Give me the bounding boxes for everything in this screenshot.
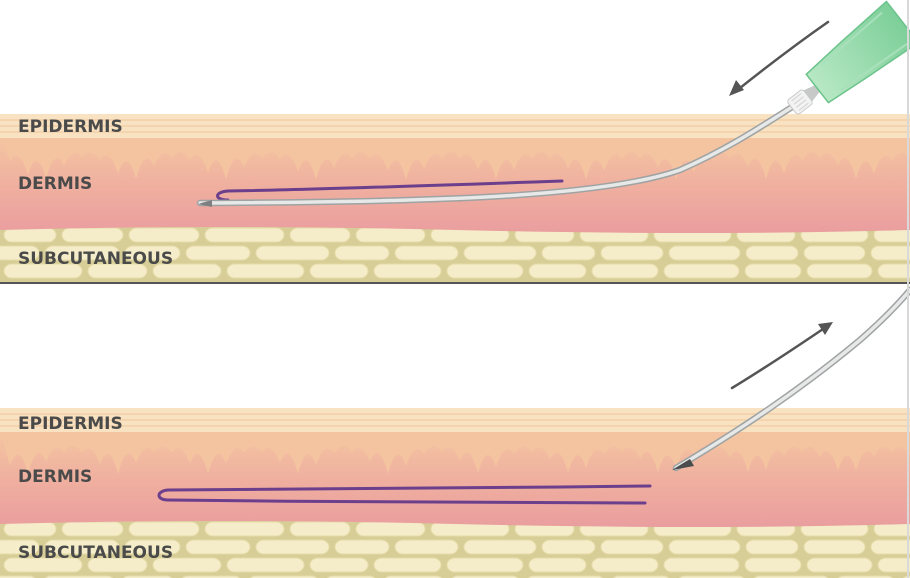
syringe-icon (787, 0, 910, 115)
fat-cell (87, 263, 148, 279)
fat-cell (600, 245, 664, 261)
fat-cell (3, 557, 83, 573)
fat-cell (528, 263, 587, 279)
fat-cell (152, 263, 222, 279)
fat-cell (289, 227, 351, 243)
fat-cell (309, 263, 369, 279)
thread-icon (216, 179, 564, 202)
fat-cell (334, 539, 390, 555)
fat-cell (446, 557, 524, 573)
fat-cell (204, 227, 285, 243)
fat-cell (0, 539, 40, 555)
epidermis-label-1: EPIDERMIS (18, 117, 123, 137)
dermis-label-2: DERMIS (18, 467, 92, 487)
fat-cell (128, 227, 200, 243)
fat-cell (446, 263, 524, 279)
fat-cell (668, 245, 741, 261)
fat-cell (44, 245, 120, 261)
fat-cell (803, 245, 866, 261)
arrow-icon (730, 322, 833, 390)
fat-cell (44, 539, 120, 555)
fat-cell (870, 245, 910, 261)
fat-cell (3, 227, 57, 243)
fat-cell (3, 521, 57, 537)
fat-cell (873, 227, 910, 243)
fat-cell (394, 539, 459, 555)
fat-cell (204, 521, 285, 537)
fat-cell (663, 263, 740, 279)
fat-cell (0, 245, 40, 261)
epidermis-label-2: EPIDERMIS (18, 414, 123, 434)
fat-cell (744, 557, 802, 573)
fat-cell (745, 245, 799, 261)
fat-cell (61, 521, 124, 537)
fat-cell (668, 539, 741, 555)
fat-cell (309, 557, 369, 573)
fat-cell (3, 263, 83, 279)
fat-cell (600, 539, 664, 555)
dermis-label-1: DERMIS (18, 174, 92, 194)
fat-cell (745, 539, 799, 555)
fat-cell (87, 557, 148, 573)
fat-cell (463, 539, 537, 555)
fat-cell (355, 227, 426, 243)
fat-cell (463, 245, 537, 261)
fat-cell (541, 245, 596, 261)
thread-icon (157, 484, 652, 505)
fat-cell (334, 245, 390, 261)
fat-cell (226, 557, 305, 573)
arrow-icon (729, 20, 830, 96)
fat-cells-1 (0, 227, 910, 279)
fat-cell (528, 557, 587, 573)
needle-icon (196, 98, 804, 207)
fat-cell (128, 521, 200, 537)
fat-cell (152, 557, 222, 573)
fat-cell (394, 245, 459, 261)
epidermis-layer-2 (0, 408, 910, 432)
fat-cell (355, 521, 426, 537)
fat-cell (803, 539, 866, 555)
fat-cell (806, 557, 873, 573)
fat-cell (373, 263, 442, 279)
fat-cell (744, 263, 802, 279)
fat-cell (873, 521, 910, 537)
subcutaneous-label-2: SUBCUTANEOUS (18, 543, 173, 563)
fat-cell (877, 263, 910, 279)
fat-cell (185, 245, 251, 261)
fat-cell (289, 521, 351, 537)
fat-cell (870, 539, 910, 555)
needle-icon (672, 286, 910, 472)
dermis-layer-2 (0, 430, 910, 527)
fat-cell (226, 263, 305, 279)
fat-cell (255, 245, 330, 261)
fat-cell (877, 557, 910, 573)
fat-cell (124, 245, 181, 261)
fat-cell (541, 539, 596, 555)
subcutaneous-label-1: SUBCUTANEOUS (18, 249, 173, 269)
fat-cell (124, 539, 181, 555)
fat-cell (591, 263, 659, 279)
fat-cell (591, 557, 659, 573)
fat-cell (61, 227, 124, 243)
fat-cell (373, 557, 442, 573)
fat-cell (185, 539, 251, 555)
fat-cell (806, 263, 873, 279)
panel-1: EPIDERMIS DERMIS SUBCUTANEOUS (0, 0, 910, 284)
panel-2: EPIDERMIS DERMIS SUBCUTANEOUS (0, 286, 910, 578)
fat-cell (663, 557, 740, 573)
fat-cell (255, 539, 330, 555)
